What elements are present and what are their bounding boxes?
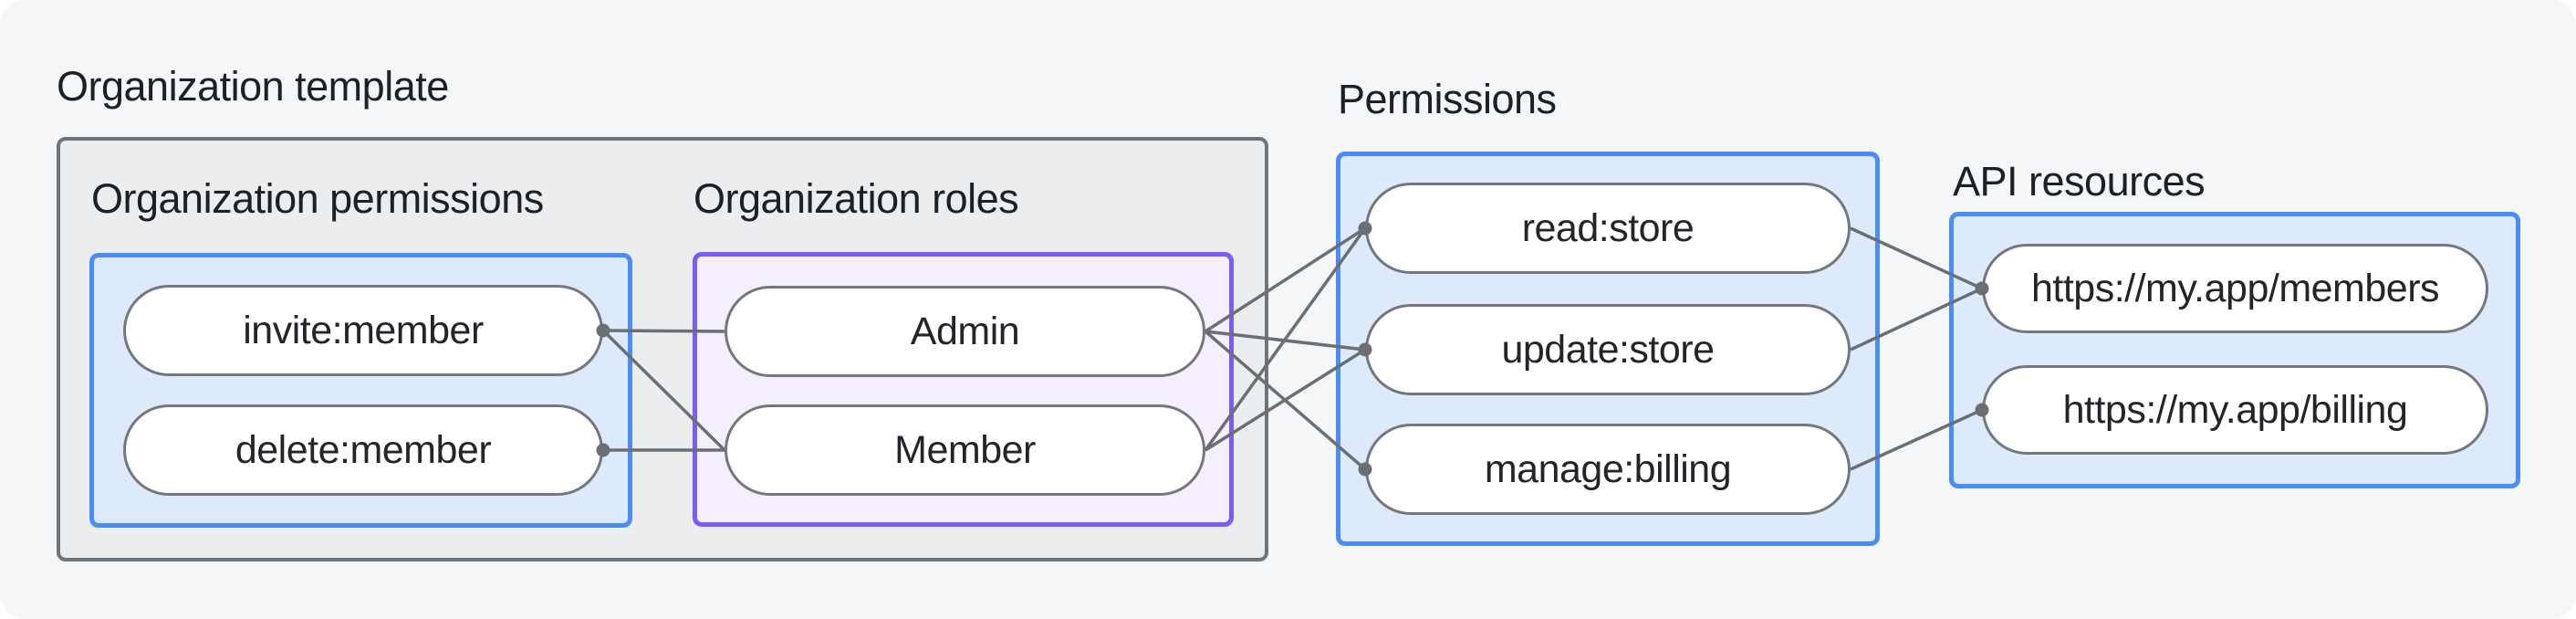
node-manage-billing: manage:billing xyxy=(1365,424,1851,515)
org-roles-heading: Organization roles xyxy=(694,175,1019,222)
node-update-store: update:store xyxy=(1365,304,1851,395)
permissions-group-box: read:store update:store manage:billing xyxy=(1336,152,1880,546)
org-roles-group-box: Admin Member xyxy=(693,252,1234,527)
permissions-heading: Permissions xyxy=(1338,76,1557,122)
diagram-title: Organization template xyxy=(57,63,449,110)
org-permissions-group-box: invite:member delete:member xyxy=(89,253,632,528)
node-delete-member: delete:member xyxy=(123,404,603,496)
node-billing-api-resource: https://my.app/billing xyxy=(1982,365,2488,455)
node-member-role: Member xyxy=(725,404,1205,496)
api-resources-group-box: https://my.app/members https://my.app/bi… xyxy=(1949,212,2520,488)
node-admin-role: Admin xyxy=(725,286,1205,377)
org-permissions-heading: Organization permissions xyxy=(91,175,544,222)
node-read-store: read:store xyxy=(1365,183,1851,274)
api-resources-heading: API resources xyxy=(1953,158,2206,205)
node-invite-member: invite:member xyxy=(123,285,603,376)
node-members-api-resource: https://my.app/members xyxy=(1982,244,2488,333)
